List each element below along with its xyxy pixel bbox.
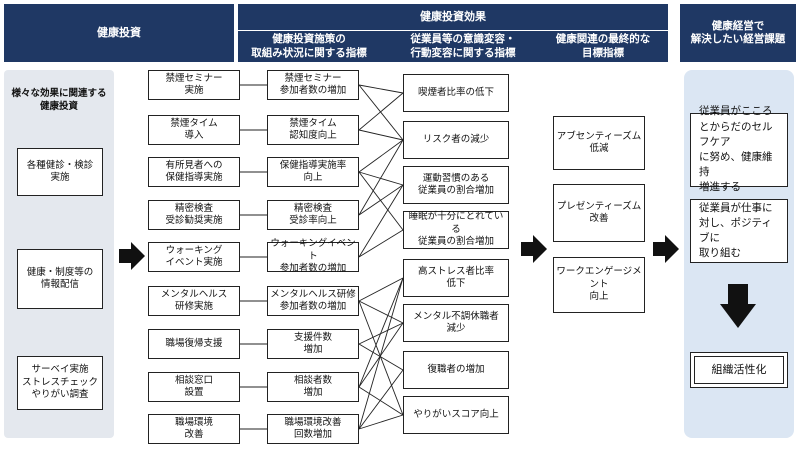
- measure-indicator-box: 職場環境改善 回数増加: [267, 414, 359, 444]
- result-box: 組織活性化: [694, 356, 784, 384]
- behavior-indicator-box: 高ストレス者比率 低下: [403, 259, 509, 297]
- sub-header-ishiki: 従業員等の意識変容・ 行動変容に関する指標: [410, 33, 516, 59]
- indicator-link-line: [358, 139, 404, 216]
- right-arrow-icon-2: [521, 235, 547, 263]
- measure-indicator-box: 禁煙タイム 認知度向上: [267, 115, 359, 145]
- indicator-link-line: [358, 229, 404, 258]
- indicator-link-line: [358, 84, 404, 141]
- investment-box-joho: 健康・制度等の 情報配信: [17, 249, 103, 309]
- investment-box-survey: サーベイ実施 ストレスチェック やりがい調査: [17, 356, 103, 410]
- measure-box: 職場環境 改善: [148, 414, 240, 444]
- measure-box: ウォーキング イベント実施: [148, 242, 240, 272]
- indicator-link-line: [358, 171, 404, 231]
- indicator-link-line: [358, 277, 404, 430]
- indicator-link-line: [358, 343, 404, 371]
- behavior-indicator-box: 喫煙者比率の低下: [403, 74, 509, 112]
- behavior-indicator-box: やりがいスコア向上: [403, 396, 509, 434]
- behavior-indicator-box: 睡眠が十分にとれている 従業員の割合増加: [403, 211, 509, 249]
- header-kenko-toshi: 健康投資: [4, 4, 234, 62]
- indicator-link-line: [358, 139, 404, 173]
- final-indicator-absenteeism: アブセンティーズム 低減: [553, 116, 645, 170]
- right-arrow-icon-3: [653, 235, 679, 263]
- measure-indicator-box: ウォーキングイベント 参加者数の増加: [267, 238, 359, 274]
- indicator-link-line: [358, 277, 404, 388]
- measure-box: 有所見者への 保健指導実施: [148, 157, 240, 187]
- final-indicator-engagement: ワークエンゲージメント 向上: [553, 257, 645, 313]
- measure-indicator-box: メンタルヘルス研修 参加者数の増加: [267, 286, 359, 316]
- indicator-link-line: [358, 277, 404, 302]
- measure-indicator-box: 支援件数 増加: [267, 329, 359, 359]
- investment-box-kenshin: 各種健診・検診 実施: [17, 148, 103, 196]
- indicator-link-line: [358, 300, 404, 324]
- measure-box: 職場復帰支援: [148, 329, 240, 359]
- measure-indicator-box: 保健指導実施率 向上: [267, 157, 359, 187]
- indicator-link-line: [358, 300, 404, 416]
- sub-header-saishu: 健康関連の最終的な 目標指標: [555, 33, 651, 59]
- behavior-indicator-box: メンタル不調休職者 減少: [403, 304, 509, 342]
- indicator-link-line: [358, 369, 404, 430]
- measure-box: 禁煙タイム 導入: [148, 115, 240, 145]
- right-arrow-icon-1: [119, 242, 145, 270]
- indicator-link-line: [358, 386, 404, 416]
- indicator-link-line: [358, 414, 404, 430]
- behavior-indicator-box: 復職者の増加: [403, 351, 509, 389]
- measure-box: メンタルヘルス 研修実施: [148, 286, 240, 316]
- sub-header-shisaku: 健康投資施策の 取組み状況に関する指標: [251, 33, 367, 59]
- behavior-indicator-box: リスク者の減少: [403, 121, 509, 159]
- issue-box-positive: 従業員が仕事に 対し、ポジティブに 取り組む: [690, 199, 788, 263]
- indicator-link-line: [358, 84, 404, 94]
- left-panel-title: 様々な効果に関連する 健康投資: [11, 88, 107, 112]
- measure-indicator-box: 相談者数 増加: [267, 372, 359, 402]
- final-indicator-presenteeism: プレゼンティーズム 改善: [553, 184, 645, 242]
- measure-box: 精密検査 受診勧奨実施: [148, 200, 240, 230]
- indicator-link-line: [358, 184, 404, 216]
- header-keiei-kadai: 健康経営で 解決したい経営課題: [680, 4, 796, 62]
- measure-box: 禁煙セミナー 実施: [148, 70, 240, 100]
- issue-box-selfcare: 従業員がこころ とからだのセルフケア に努め、健康維持 増進する: [690, 105, 788, 193]
- indicator-link-line: [358, 92, 404, 131]
- indicator-link-line: [358, 171, 404, 186]
- measure-indicator-box: 精密検査 受診率向上: [267, 200, 359, 230]
- indicator-link-line: [358, 184, 404, 258]
- header-kenko-toshi-koka: 健康投資効果: [238, 4, 668, 30]
- measure-box: 相談窓口 設置: [148, 372, 240, 402]
- measure-indicator-box: 禁煙セミナー 参加者数の増加: [267, 70, 359, 100]
- down-arrow-icon: [720, 284, 756, 328]
- sub-header-row: 健康投資施策の 取組み状況に関する指標 従業員等の意識変容・ 行動変容に関する指…: [238, 31, 668, 62]
- behavior-indicator-box: 運動習慣のある 従業員の割合増加: [403, 166, 509, 204]
- indicator-link-line: [358, 129, 404, 141]
